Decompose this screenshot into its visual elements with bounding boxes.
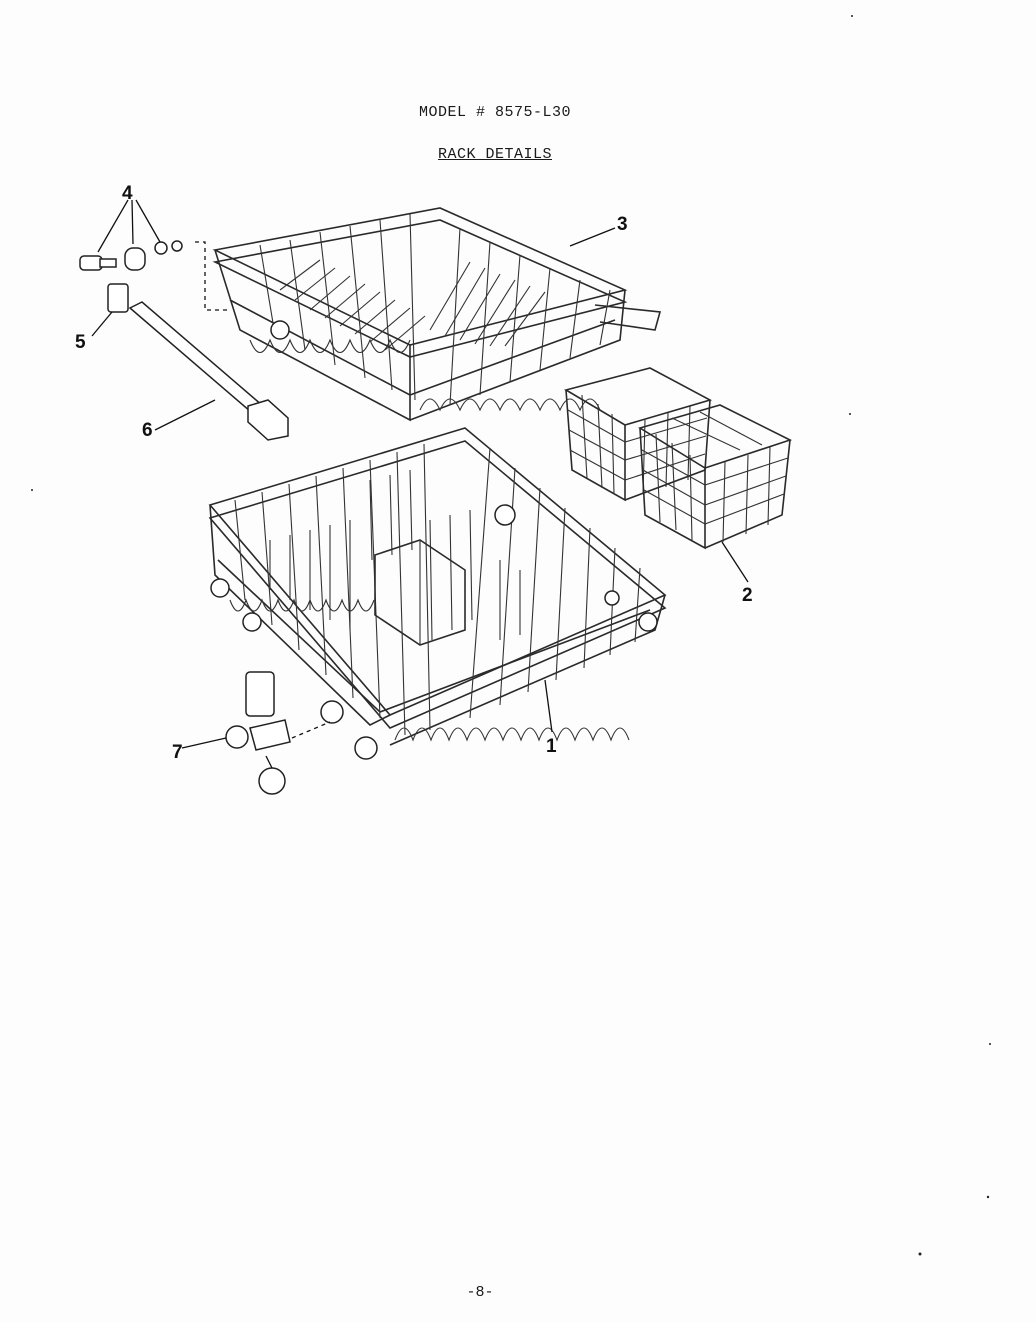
callout-5: 5 <box>75 332 86 353</box>
callout-3: 3 <box>617 214 628 235</box>
page-number: -8- <box>466 1284 494 1301</box>
callout-7: 7 <box>172 742 183 763</box>
upper-rack <box>195 207 662 422</box>
model-number: MODEL # 8575-L30 <box>418 104 572 121</box>
rack-stop <box>91 283 129 337</box>
slide-rail <box>128 301 289 441</box>
silverware-basket <box>563 367 793 583</box>
roller-assembly <box>181 671 331 795</box>
callout-4: 4 <box>122 183 133 204</box>
roller-hardware <box>79 199 183 271</box>
section-title: RACK DETAILS <box>437 146 553 163</box>
callout-1: 1 <box>546 736 557 757</box>
lower-rack <box>208 427 667 760</box>
callout-6: 6 <box>142 420 153 441</box>
callout-2: 2 <box>742 585 753 606</box>
